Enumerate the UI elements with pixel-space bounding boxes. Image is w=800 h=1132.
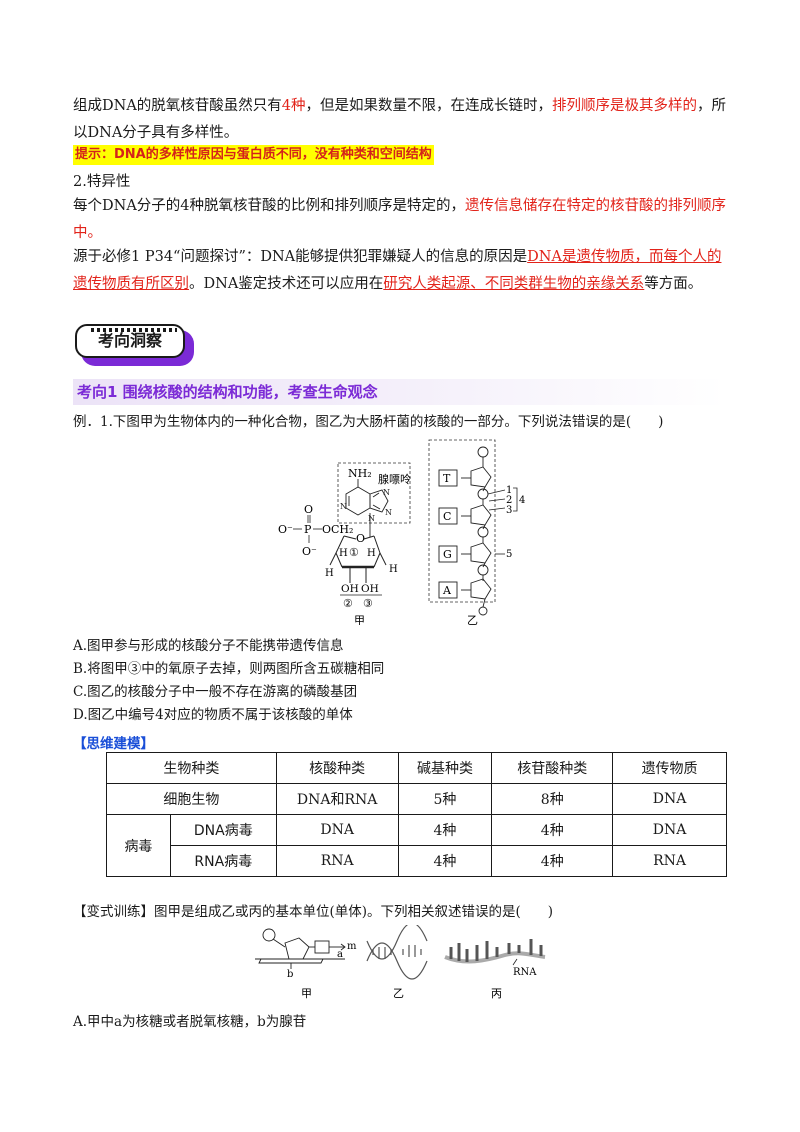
strand-dashed-box bbox=[428, 439, 496, 603]
label-num-1: 1 bbox=[506, 485, 512, 496]
label-num-5: 5 bbox=[506, 549, 512, 560]
table-row: 细胞生物 DNA和RNA 5种 8种 DNA bbox=[106, 783, 727, 815]
nh2-label: NH₂ bbox=[348, 467, 372, 480]
base-g: G bbox=[443, 548, 452, 561]
sugar-ring bbox=[329, 535, 387, 583]
variant-question: 【变式训练】图甲是组成乙或丙的基本单位(单体)。下列相关叙述错误的是( ) bbox=[73, 904, 554, 920]
h-right-label: H bbox=[367, 548, 376, 559]
label-num-4: 4 bbox=[519, 495, 525, 506]
label-b: b bbox=[287, 969, 293, 980]
oh-label-2: OH bbox=[361, 583, 379, 595]
red-text-order: 排列顺序是极其多样的 bbox=[552, 98, 698, 114]
option-c: C.图乙的核酸分子中一般不存在游离的磷酸基团 bbox=[73, 684, 358, 700]
adenine-label: 腺嘌呤 bbox=[378, 472, 411, 486]
h-bottom-right-label: H bbox=[389, 564, 398, 575]
nucleic-acid-table: 生物种类 核酸种类 碱基种类 核苷酸种类 遗传物质 细胞生物 DNA和RNA 5… bbox=[106, 752, 727, 877]
oh-label-1: OH bbox=[341, 583, 359, 595]
svg-text:N: N bbox=[385, 508, 392, 517]
badge-face: 考向洞察 bbox=[75, 324, 185, 358]
base-c: C bbox=[443, 510, 451, 523]
phosphorus-label: P bbox=[304, 523, 312, 536]
hint-highlight: 提示：DNA的多样性原因与蛋白质不同，没有种类和空间结构 bbox=[73, 145, 434, 165]
paragraph-diversity: 组成DNA的脱氧核苷酸虽然只有4种，但是如果数量不限，在连成长链时，排列顺序是极… bbox=[73, 98, 727, 141]
purine-rings bbox=[345, 479, 389, 516]
topic-title: 考向1 围绕核酸的结构和功能，考查生命观念 bbox=[73, 379, 727, 405]
label-2: ② bbox=[343, 597, 353, 610]
option-b: B.将图甲③中的氧原子去掉，则两图所含五碳糖相同 bbox=[73, 661, 385, 677]
och2-label: OCH₂ bbox=[322, 523, 353, 536]
o-double-label: O bbox=[304, 503, 313, 516]
base-t: T bbox=[443, 472, 451, 485]
section-badge: 考向洞察 bbox=[73, 322, 196, 368]
label-m: m bbox=[347, 941, 357, 952]
monomer-structure bbox=[255, 928, 346, 969]
option-d: D.图乙中编号4对应的物质不属于该核酸的单体 bbox=[73, 707, 353, 723]
h-bottom-left-label: H bbox=[325, 568, 334, 579]
section-specificity-title: 2.特异性 bbox=[73, 174, 131, 190]
base-dashed-box bbox=[337, 462, 411, 524]
paragraph-specificity: 每个DNA分子的4种脱氧核苷酸的比例和排列顺序是特定的，遗传信息储存在特定的核苷… bbox=[73, 198, 727, 241]
paragraph-source: 源于必修1 P34“问题探讨”：DNA能够提供犯罪嫌疑人的信息的原因是DNA是遗… bbox=[73, 249, 722, 292]
caption-jia-2: 甲 bbox=[301, 987, 312, 1000]
question-stem: 例．1.下图甲为生物体内的一种化合物，图乙为大肠杆菌的核酸的一部分。下列说法错误… bbox=[73, 414, 664, 430]
label-num-3: 3 bbox=[506, 505, 512, 516]
ring-oxygen-label: O bbox=[356, 532, 365, 545]
table-row: 病毒 DNA病毒 DNA 4种 4种 DNA bbox=[106, 814, 727, 877]
label-3: ③ bbox=[363, 597, 373, 610]
nucleotide-figure: NH₂ 腺嘌呤 N N N N O O⁻ P OCH₂ O⁻ bbox=[278, 462, 411, 625]
red-text-info: 遗传信息储存在特定的核苷酸的排列顺序 bbox=[465, 198, 727, 214]
h-left-label: H bbox=[339, 548, 348, 559]
caption-yi: 乙 bbox=[467, 614, 478, 625]
caption-jia: 甲 bbox=[354, 614, 365, 625]
caption-yi-2: 乙 bbox=[393, 987, 404, 1000]
double-helix-icon bbox=[366, 925, 428, 980]
badge-stripe bbox=[91, 328, 177, 332]
svg-text:N: N bbox=[383, 488, 390, 497]
table-row: RNA病毒 RNA 4种 4种 RNA bbox=[107, 845, 727, 877]
o-minus-label-1: O⁻ bbox=[278, 523, 293, 536]
label-num-2: 2 bbox=[506, 495, 512, 506]
base-a: A bbox=[442, 584, 452, 597]
svg-text:N: N bbox=[368, 514, 375, 523]
rna-strand-icon bbox=[444, 939, 546, 966]
circle-1-label: ① bbox=[349, 546, 359, 559]
label-rna: RNA bbox=[513, 967, 537, 978]
model-label: 【思维建模】 bbox=[73, 736, 154, 752]
table-header-row: 生物种类 核酸种类 碱基种类 核苷酸种类 遗传物质 bbox=[106, 752, 727, 784]
label-a: a bbox=[337, 949, 343, 960]
strand-backbone bbox=[461, 446, 492, 616]
option-a-variant: A.甲中a为核糖或者脱氧核糖，b为腺苷 bbox=[73, 1014, 307, 1030]
caption-bing: 丙 bbox=[491, 987, 502, 1000]
o-minus-label-2: O⁻ bbox=[302, 545, 317, 558]
option-a: A.图甲参与形成的核酸分子不能携带遗传信息 bbox=[73, 638, 344, 654]
red-text-4kinds: 4种 bbox=[281, 98, 306, 114]
monomer-figure: m a b bbox=[255, 925, 546, 1000]
dna-strand-figure: T C G A 1 2 3 4 5 乙 bbox=[428, 439, 525, 625]
svg-text:N: N bbox=[340, 502, 347, 511]
